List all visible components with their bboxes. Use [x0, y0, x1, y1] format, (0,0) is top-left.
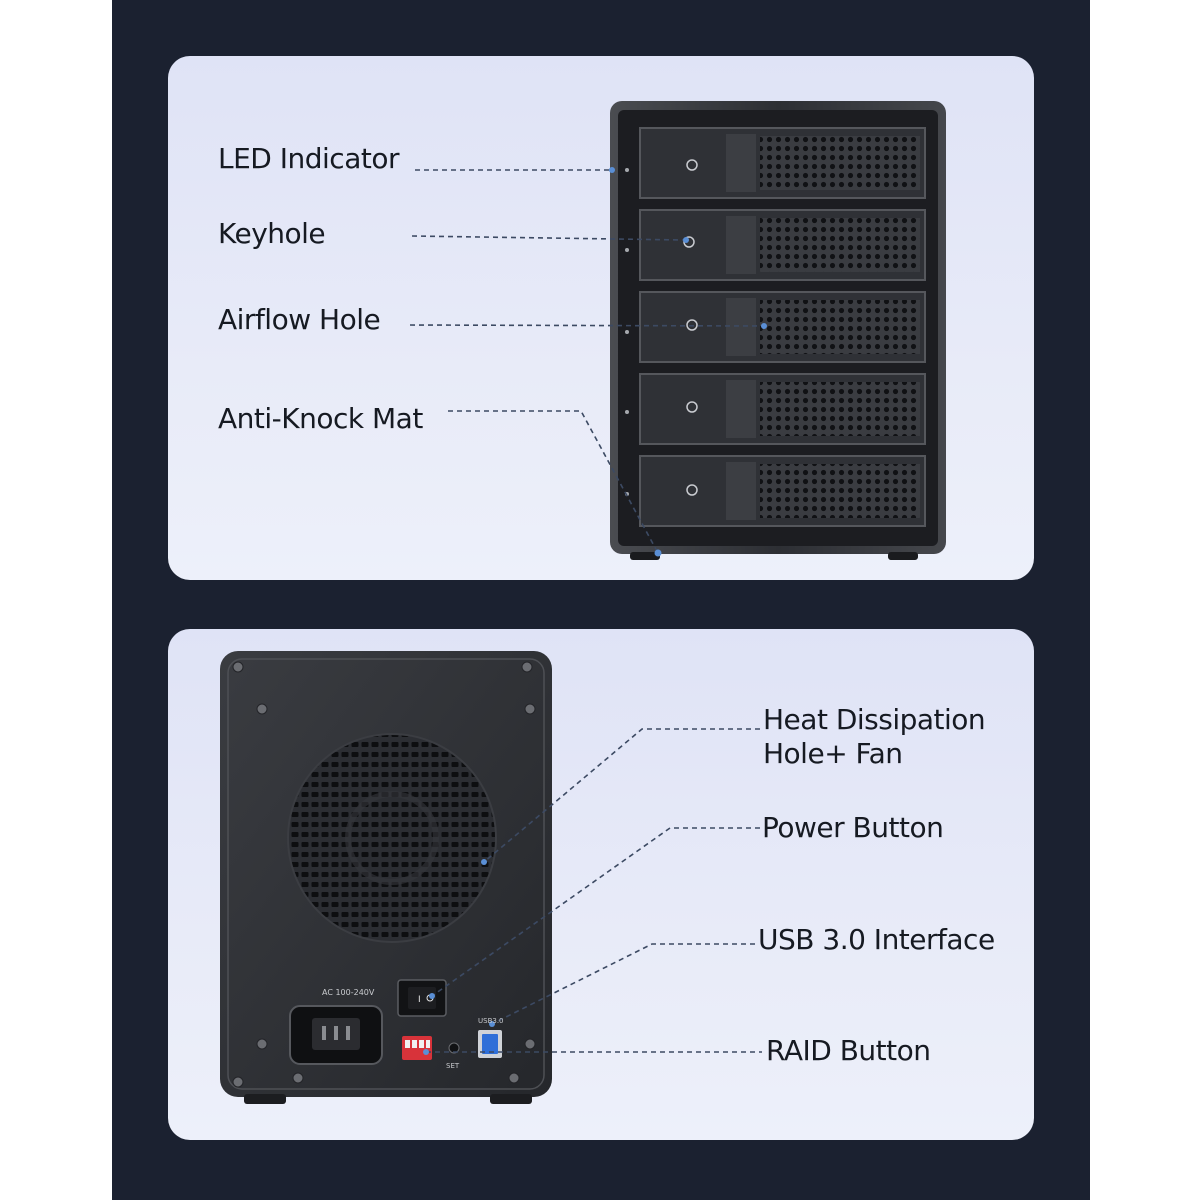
usb-port-marking: USB3.0 — [478, 1017, 504, 1025]
set-button-marking: SET — [446, 1062, 460, 1070]
ac-input-marking: AC 100-240V — [322, 988, 375, 997]
label-anti-knock-mat: Anti-Knock Mat — [218, 402, 423, 435]
label-heat-dissipation-line1: Heat Dissipation — [763, 703, 986, 736]
label-usb-interface: USB 3.0 Interface — [758, 923, 995, 956]
label-raid-button: RAID Button — [766, 1034, 931, 1067]
label-keyhole: Keyhole — [218, 217, 326, 250]
label-heat-dissipation-line2: Hole+ Fan — [763, 737, 903, 770]
label-led-indicator: LED Indicator — [218, 142, 399, 175]
label-airflow-hole: Airflow Hole — [218, 303, 381, 336]
label-power-button: Power Button — [762, 811, 944, 844]
